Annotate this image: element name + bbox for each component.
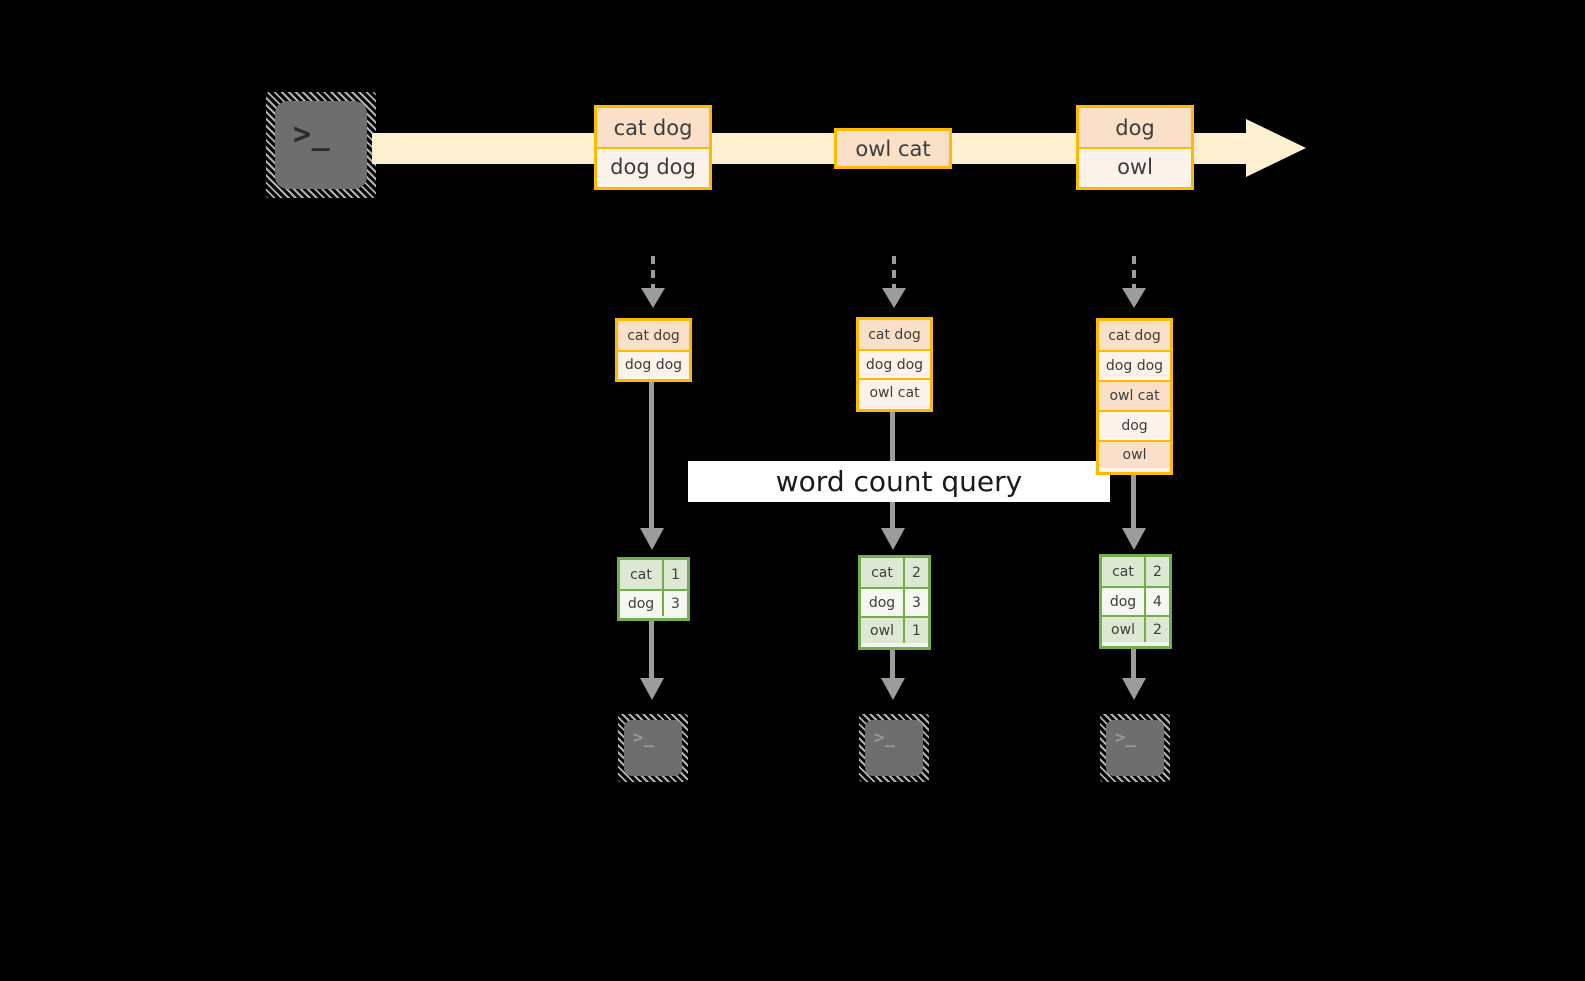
result-count-cell: 1 [664, 560, 687, 589]
snapshot-3-sink-terminal-icon: >_ [1100, 714, 1170, 782]
snapshot-3-dashed-arrow-head-icon [1122, 288, 1146, 308]
terminal-body [865, 720, 923, 776]
result-word-cell: dog [1102, 588, 1146, 615]
result-count-cell: 1 [905, 618, 928, 643]
snapshot-1-sink-terminal-icon: >_ [618, 714, 688, 782]
accumulated-records-2: cat dog dog dog owl cat [856, 317, 933, 412]
snapshot-3-sink-connector [1131, 649, 1136, 683]
table-row: cat 2 [1102, 557, 1169, 586]
result-word-cell: owl [861, 618, 905, 643]
snapshot-1-sink-connector [649, 621, 654, 683]
word-count-result-3: cat 2 dog 4 owl 2 [1099, 554, 1172, 649]
stream-record-1: cat dog dog dog [594, 105, 712, 190]
record-line: dog dog [597, 147, 709, 185]
table-row: cat 1 [620, 560, 687, 589]
record-line: cat dog [1099, 321, 1170, 350]
record-line: dog dog [1099, 350, 1170, 380]
record-line: cat dog [859, 320, 930, 349]
record-line: dog dog [859, 349, 930, 378]
record-line: owl cat [1099, 380, 1170, 410]
stream-record-3: dog owl [1076, 105, 1194, 190]
stream-record-2: owl cat [834, 128, 952, 169]
table-row: dog 3 [861, 587, 928, 616]
accumulated-records-3: cat dog dog dog owl cat dog owl [1096, 318, 1173, 475]
snapshot-2-dashed-arrow-head-icon [882, 288, 906, 308]
snapshot-3-dashed-connector [1132, 256, 1136, 292]
snapshot-3-query-connector [1131, 475, 1136, 534]
snapshot-2-sink-connector [890, 650, 895, 683]
result-count-cell: 2 [905, 558, 928, 587]
snapshot-2-sink-arrow-head-icon [881, 678, 905, 700]
result-count-cell: 2 [1146, 557, 1169, 586]
result-word-cell: cat [620, 560, 664, 589]
source-terminal-icon: >_ [266, 92, 376, 198]
result-word-cell: cat [1102, 557, 1146, 586]
result-word-cell: dog [861, 589, 905, 616]
record-line: owl [1099, 440, 1170, 468]
table-row: owl 2 [1102, 615, 1169, 642]
terminal-prompt-glyph: >_ [874, 728, 896, 748]
result-count-cell: 3 [905, 589, 928, 616]
terminal-prompt-glyph: >_ [293, 117, 331, 152]
result-word-cell: cat [861, 558, 905, 587]
snapshot-1-dashed-arrow-head-icon [641, 288, 665, 308]
snapshot-1-dashed-connector [651, 256, 655, 292]
stream-arrow-head-icon [1246, 119, 1306, 177]
record-line: owl cat [837, 131, 949, 166]
record-line: owl cat [859, 378, 930, 405]
record-line: dog [1099, 410, 1170, 440]
table-row: dog 3 [620, 589, 687, 616]
table-row: owl 1 [861, 616, 928, 643]
snapshot-2-sink-terminal-icon: >_ [859, 714, 929, 782]
record-line: cat dog [618, 321, 689, 350]
result-count-cell: 3 [664, 591, 687, 616]
accumulated-records-1: cat dog dog dog [615, 318, 692, 382]
snapshot-1-query-arrow-head-icon [640, 528, 664, 550]
result-word-cell: dog [620, 591, 664, 616]
snapshot-1-sink-arrow-head-icon [640, 678, 664, 700]
record-line: dog dog [618, 350, 689, 377]
record-line: cat dog [597, 108, 709, 147]
terminal-body [275, 101, 367, 189]
record-line: owl [1079, 147, 1191, 185]
snapshot-2-query-arrow-head-icon [881, 528, 905, 550]
snapshot-1-query-connector [649, 382, 654, 534]
table-row: dog 4 [1102, 586, 1169, 615]
banner-label: word count query [775, 465, 1023, 498]
result-count-cell: 4 [1146, 588, 1169, 615]
result-count-cell: 2 [1146, 617, 1169, 642]
word-count-result-2: cat 2 dog 3 owl 1 [858, 555, 931, 650]
word-count-query-banner: word count query [688, 461, 1110, 502]
terminal-body [1106, 720, 1164, 776]
snapshot-2-dashed-connector [892, 256, 896, 292]
word-count-result-1: cat 1 dog 3 [617, 557, 690, 621]
terminal-prompt-glyph: >_ [633, 728, 655, 748]
terminal-body [624, 720, 682, 776]
terminal-prompt-glyph: >_ [1115, 728, 1137, 748]
snapshot-3-query-arrow-head-icon [1122, 528, 1146, 550]
record-line: dog [1079, 108, 1191, 147]
table-row: cat 2 [861, 558, 928, 587]
result-word-cell: owl [1102, 617, 1146, 642]
snapshot-3-sink-arrow-head-icon [1122, 678, 1146, 700]
